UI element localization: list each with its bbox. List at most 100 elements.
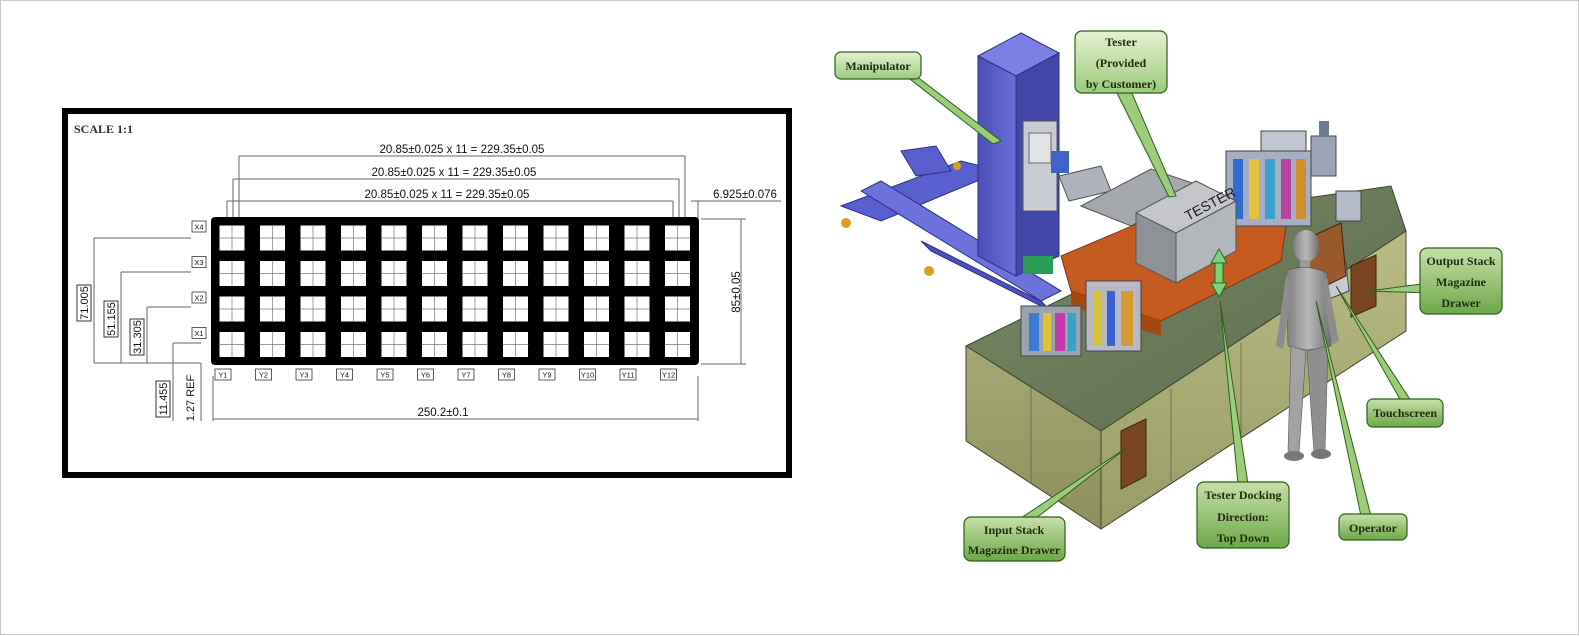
callout-output-line1: Output Stack [1426, 254, 1495, 268]
tray-pocket [218, 331, 246, 358]
tray-pocket [380, 295, 408, 323]
tray-pocket [583, 331, 610, 358]
tray-pocket [380, 224, 408, 252]
row-label-box [191, 256, 207, 268]
row-label: X3 [194, 258, 203, 267]
column-label-box [214, 368, 232, 381]
v51-box [103, 300, 119, 338]
tray-pocket [664, 260, 691, 287]
column-label: Y2 [259, 371, 268, 380]
tray-pocket [623, 224, 651, 252]
v51-label: 51.155 [106, 302, 118, 336]
width-dimension-label: 250.2±0.1 [417, 407, 468, 419]
tray-pocket [461, 331, 489, 358]
row-label: X1 [194, 329, 203, 338]
callout-docking-line3: Top Down [1217, 531, 1270, 545]
tray-pocket [340, 260, 367, 287]
callout-docking: Tester Docking Direction: Top Down [1196, 481, 1290, 549]
tray-pocket [542, 224, 570, 252]
column-label-box [417, 368, 434, 381]
tray-pocket [299, 295, 327, 323]
v71-box [76, 284, 92, 322]
column-label: Y9 [542, 371, 551, 380]
tray-pocket [259, 295, 286, 323]
manipulator-tower [976, 32, 1112, 277]
tray-pocket [340, 331, 367, 358]
callout-touchscreen-text: Touchscreen [1373, 406, 1437, 420]
tray-pocket [583, 295, 610, 323]
tray-pocket [299, 331, 327, 358]
v31-label: 31.305 [132, 320, 144, 354]
tray-pocket [380, 260, 408, 287]
equipment-right [1225, 121, 1362, 227]
column-label: Y7 [461, 371, 470, 380]
column-label: Y6 [421, 371, 430, 380]
tray-pocket [461, 260, 489, 287]
right-offset-dimension [691, 200, 781, 219]
column-label-box [660, 368, 677, 381]
column-label: Y3 [299, 371, 308, 380]
tray-pocket [299, 224, 327, 252]
operator-figure [1276, 230, 1339, 461]
column-label: Y8 [502, 371, 511, 380]
column-label: Y10 [581, 371, 594, 380]
column-label: Y11 [622, 371, 635, 380]
column-label: Y4 [340, 371, 349, 380]
callout-operator: Operator [1338, 513, 1408, 541]
callout-tester-line3: by Customer) [1086, 77, 1156, 91]
pitch-dimension-low-label: 20.85±0.025 x 11 = 229.35±0.05 [365, 189, 530, 201]
tray-pocket [502, 295, 529, 323]
tray-pocket [502, 331, 529, 358]
callout-output-stack: Output Stack Magazine Drawer [1419, 247, 1503, 315]
callout-manipulator-text: Manipulator [845, 59, 911, 73]
tray-pocket [664, 331, 691, 358]
tray-pocket [542, 260, 570, 287]
equipment-left [1020, 280, 1142, 357]
tray-pocket [461, 224, 489, 252]
tray-pockets [218, 224, 691, 358]
pitch-dimension-top [238, 155, 686, 219]
callout-output-line2: Magazine [1436, 275, 1487, 289]
right-offset-label: 6.925±0.076 [713, 189, 777, 201]
height-dimension [701, 218, 746, 365]
callout-input-line1: Input Stack [984, 523, 1045, 537]
pitch-dimension-mid-label: 20.85±0.025 x 11 = 229.35±0.05 [372, 167, 537, 179]
tray-pocket [623, 260, 651, 287]
v11-box [155, 380, 171, 418]
tray-pocket [340, 295, 367, 323]
tray-pocket [664, 295, 691, 323]
callout-leaders [904, 75, 1430, 523]
tray-pocket [461, 295, 489, 323]
tray-pocket [664, 224, 691, 252]
tray-drawing: SCALE 1:1 20.85±0.025 x 11 = 229.35±0.05… [62, 108, 792, 478]
tray-pocket [623, 295, 651, 323]
tray-pocket [502, 224, 529, 252]
tray-pocket [421, 260, 448, 287]
callout-input-line2: Magazine Drawer [968, 543, 1061, 557]
column-label-box [336, 368, 353, 381]
column-label-box [619, 368, 637, 381]
tray-pocket [259, 331, 286, 358]
ref-label: 1.27 REF [185, 374, 197, 421]
row-label: X2 [194, 294, 203, 303]
tray-pocket [421, 295, 448, 323]
tray-pocket [380, 331, 408, 358]
column-label-box [295, 368, 313, 381]
callout-tester-line1: Tester [1105, 35, 1137, 49]
column-label-box [538, 368, 556, 381]
column-label-box [457, 368, 475, 381]
column-label-box [255, 368, 272, 381]
callout-input-stack: Input Stack Magazine Drawer [963, 516, 1066, 562]
column-label: Y12 [662, 371, 675, 380]
callout-tester-line2: (Provided [1096, 56, 1147, 70]
row-label-box [191, 291, 207, 304]
callout-touchscreen: Touchscreen [1366, 398, 1444, 428]
v31-box [129, 318, 145, 356]
callout-output-line3: Drawer [1441, 296, 1481, 310]
column-label: Y5 [380, 371, 389, 380]
tray-outline [211, 217, 699, 365]
tray-pocket [421, 331, 448, 358]
